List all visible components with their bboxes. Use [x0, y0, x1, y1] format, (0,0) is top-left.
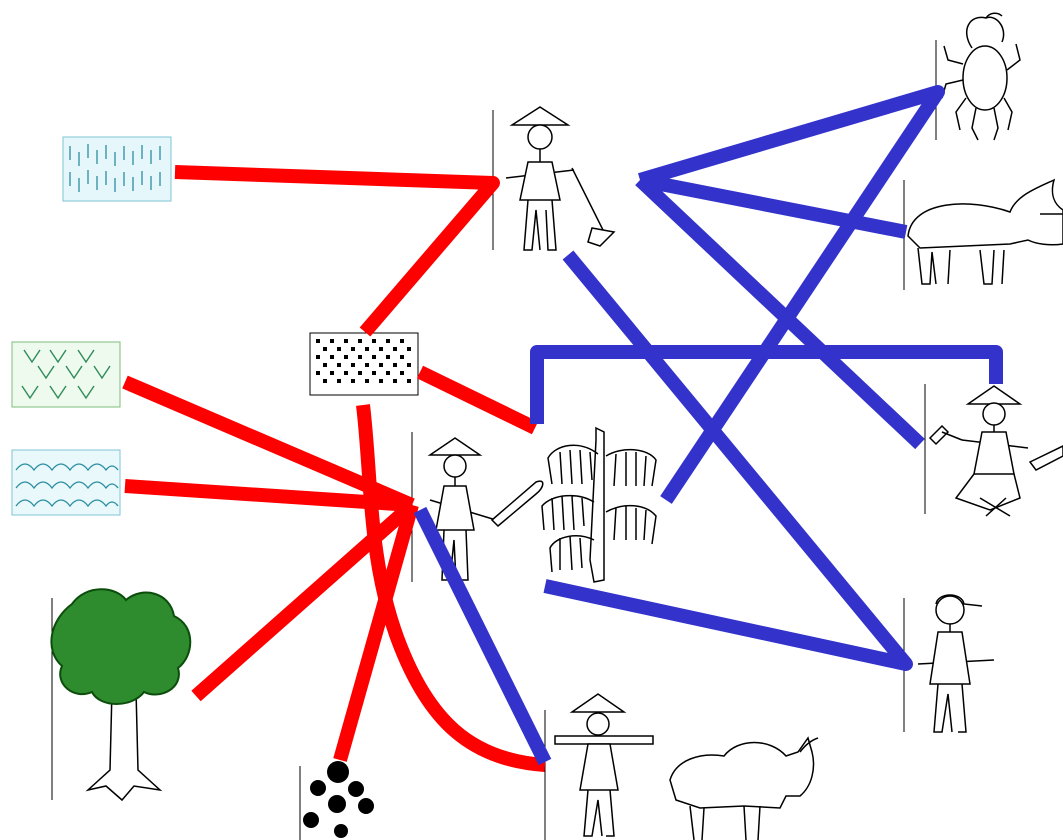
red-links — [122, 165, 546, 772]
grass-field-icon — [11, 341, 121, 408]
link-seeds-to-sickle-farmer — [333, 503, 419, 762]
link-seed-bed-to-willow — [416, 365, 539, 435]
farmer-carrying-pole-icon — [544, 693, 654, 840]
link-sickle-farmer-to-pole-farmer — [413, 506, 552, 766]
crab-icon — [935, 12, 1021, 141]
blue-links — [413, 85, 1003, 766]
link-hoe-farmer-cap-person — [543, 250, 913, 671]
pig-icon — [903, 178, 1063, 290]
green-tree-icon — [50, 588, 192, 802]
person-with-cap-icon — [903, 594, 995, 733]
farmer-with-hoe-icon — [492, 106, 616, 251]
black-seeds-icon — [299, 761, 374, 840]
buffalo-icon — [669, 736, 819, 840]
willow-tree-icon — [541, 426, 657, 583]
link-seed-bed-to-pole-farmer — [356, 404, 546, 772]
farmer-sitting-icon — [924, 384, 1063, 517]
seed-bed-icon — [309, 332, 419, 396]
link-water-field-to-hoe-farmer — [174, 165, 500, 337]
water-field-icon — [62, 136, 172, 202]
link-hoe-farmer-pig — [638, 173, 908, 239]
link-willow-bracket — [530, 345, 1003, 424]
link-hoe-farmer-crab-loop — [638, 85, 945, 504]
farmer-with-sickle-icon — [411, 432, 544, 582]
link-hoe-farmer-sitting-farmer — [635, 174, 925, 450]
wave-water-icon — [11, 449, 121, 516]
